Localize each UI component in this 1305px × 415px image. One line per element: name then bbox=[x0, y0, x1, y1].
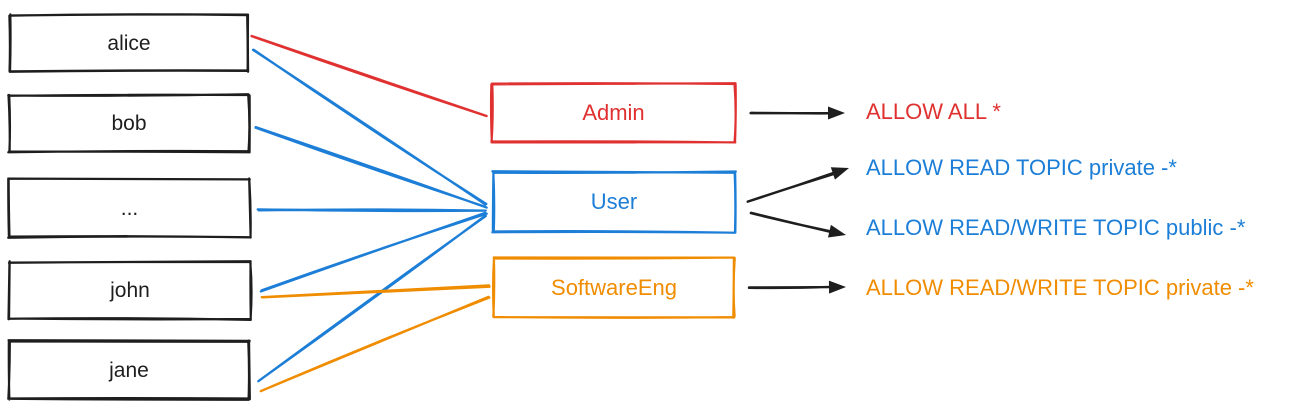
user-label-john: john bbox=[110, 279, 150, 302]
user-box-jane: jane bbox=[9, 341, 249, 399]
role-label-admin: Admin bbox=[582, 100, 645, 125]
user-box-ellipsis: ... bbox=[9, 179, 250, 237]
user-box-alice: alice bbox=[10, 15, 248, 71]
user-label-bob: bob bbox=[111, 112, 147, 135]
edge-bob-user bbox=[254, 125, 488, 209]
edge-ellipsis-user bbox=[256, 208, 487, 213]
role-box-user: User bbox=[493, 172, 735, 232]
box-softwareeng-border bbox=[491, 256, 736, 319]
arrow-user-to-read-private-arrowhead-icon bbox=[830, 167, 849, 180]
role-box-admin: Admin bbox=[492, 84, 735, 142]
arrow-softwareeng-to-readwrite-private-arrowhead-icon bbox=[828, 280, 846, 294]
edge-john-user bbox=[259, 211, 488, 293]
arrow-user-to-readwrite-public-arrowhead-icon bbox=[827, 224, 846, 238]
rule-allow-readwrite-private: ALLOW READ/WRITE TOPIC private -* bbox=[866, 275, 1254, 301]
edge-john-softwareeng bbox=[260, 284, 491, 299]
user-box-john: john bbox=[9, 262, 251, 319]
box-bob-border bbox=[7, 93, 251, 154]
rule-allow-read-private: ALLOW READ TOPIC private -* bbox=[866, 155, 1177, 181]
box-john-border bbox=[7, 260, 253, 321]
arrow-admin-to-allow-all bbox=[749, 111, 832, 115]
rule-allow-readwrite-public: ALLOW READ/WRITE TOPIC public -* bbox=[866, 215, 1245, 241]
box-ellipsis-border bbox=[7, 177, 252, 239]
role-label-softwareeng: SoftwareEng bbox=[551, 274, 677, 300]
role-label-user: User bbox=[590, 189, 638, 214]
arrow-softwareeng-to-readwrite-private bbox=[747, 285, 833, 290]
rule-text: ALLOW READ/WRITE TOPIC public -* bbox=[866, 215, 1246, 240]
box-user-border bbox=[491, 170, 737, 234]
edge-alice-user bbox=[251, 48, 488, 206]
rule-text: ALLOW READ/WRITE TOPIC private -* bbox=[866, 275, 1254, 300]
box-jane-border bbox=[7, 339, 251, 401]
user-box-bob: bob bbox=[9, 95, 249, 152]
user-label-ellipsis: ... bbox=[120, 196, 139, 220]
arrow-user-to-read-private bbox=[746, 171, 837, 203]
box-alice-border bbox=[8, 13, 250, 73]
role-box-softwareeng: SoftwareEng bbox=[494, 258, 734, 317]
edge-jane-softwareeng bbox=[259, 295, 491, 393]
edge-alice-admin bbox=[250, 34, 488, 118]
rule-allow-all: ALLOW ALL * bbox=[866, 99, 1001, 125]
user-label-jane: jane bbox=[109, 358, 149, 382]
arrow-admin-to-allow-all-arrowhead-icon bbox=[828, 106, 845, 120]
edge-jane-user bbox=[257, 214, 487, 383]
box-admin-border bbox=[489, 82, 737, 144]
user-label-alice: alice bbox=[107, 31, 151, 55]
arrow-user-to-readwrite-public bbox=[749, 211, 834, 234]
rule-text: ALLOW READ TOPIC private -* bbox=[866, 155, 1177, 180]
rule-text: ALLOW ALL * bbox=[866, 99, 1001, 124]
